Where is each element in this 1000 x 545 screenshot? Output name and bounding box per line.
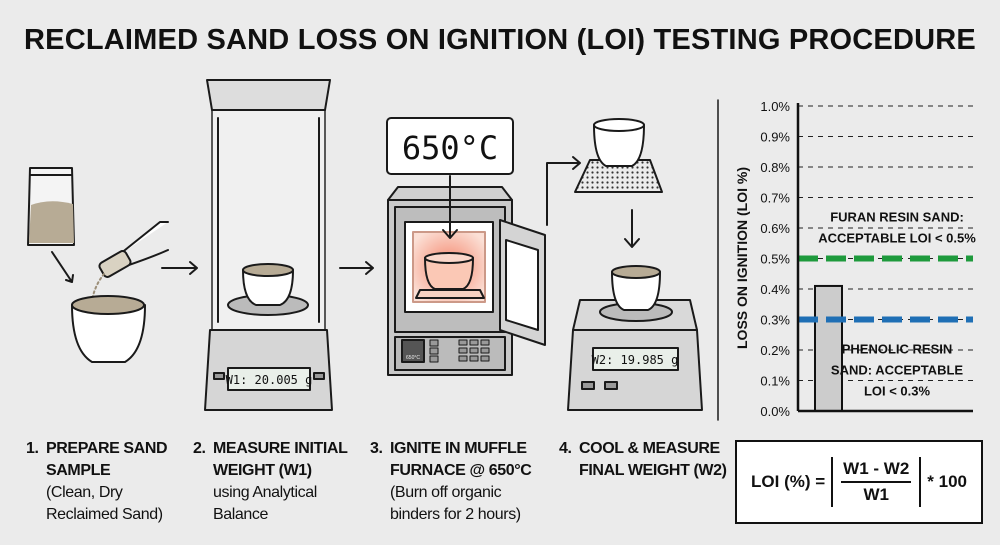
formula-suffix: * 100 [927,472,967,491]
formula-denominator: W1 [863,485,889,504]
arrow-cool-to-weigh-icon [624,209,640,248]
y-tick-label: 0.0% [760,404,790,419]
y-tick-label: 0.3% [760,313,790,328]
formula-lhs: LOI (%) = [751,472,826,491]
svg-text:650°C: 650°C [406,355,420,361]
arrow-bag-to-cup-icon [51,251,74,283]
arrow-temp-to-crucible-icon [442,175,458,239]
step-3: 3. IGNITE IN MUFFLE FURNACE @ 650°C (Bur… [370,440,532,523]
sand-bag-icon [27,167,75,246]
hand-pouring-icon [91,221,169,301]
page-title: RECLAIMED SAND LOSS ON IGNITION (LOI) TE… [24,24,976,56]
arrow-step2-to-step3-icon [339,261,374,275]
balance-1-display: W1: 20.005 g [226,373,313,387]
arrow-step1-to-step2-icon [161,261,198,275]
temperature-callout: 650°C [386,117,514,175]
analytical-balance-1-icon: W1: 20.005 g [204,79,333,411]
y-tick-label: 0.4% [760,282,790,297]
y-tick-label: 0.5% [760,252,790,267]
y-tick-label: 0.1% [760,374,790,389]
y-tick-label: 0.9% [760,130,790,145]
muffle-furnace-icon: 650°C [387,186,513,376]
analytical-balance-2-icon: W2: 19.985 g [567,265,703,411]
reference-line-label: SAND: ACCEPTABLE [831,363,963,378]
formula-numerator: W1 - W2 [841,459,912,483]
y-tick-label: 0.7% [760,191,790,206]
loi-bar [814,284,843,413]
loi-formula: LOI (%) = W1 - W2 W1 * 100 [735,440,983,524]
furnace-door-icon [499,219,546,346]
reference-line-label: ACCEPTABLE LOI < 0.5% [818,231,976,246]
reference-line-label: PHENOLIC RESIN [842,342,953,357]
crucible-cup-icon [71,295,146,363]
step-4: 4. COOL & MEASURE FINAL WEIGHT (W2) [559,440,727,479]
reference-line-label: LOI < 0.3% [864,384,931,399]
svg-text:650°C: 650°C [402,129,498,167]
step-1: 1. PREPARE SAND SAMPLE (Clean, Dry Recla… [26,440,168,523]
balance-2-display: W2: 19.985 g [592,353,679,367]
reference-line-label: FURAN RESIN SAND: [830,210,964,225]
y-axis-label: LOSS ON IGNITION (LOI %) [734,167,750,349]
y-tick-label: 0.6% [760,221,790,236]
y-tick-label: 1.0% [760,99,790,114]
y-tick-label: 0.8% [760,160,790,175]
step-2: 2. MEASURE INITIAL WEIGHT (W1) using Ana… [193,440,348,523]
cooling-rack-icon [574,118,663,193]
y-tick-label: 0.2% [760,343,790,358]
arrow-furnace-to-cooling-icon [546,156,581,226]
formula-fraction: W1 - W2 W1 [831,457,922,507]
